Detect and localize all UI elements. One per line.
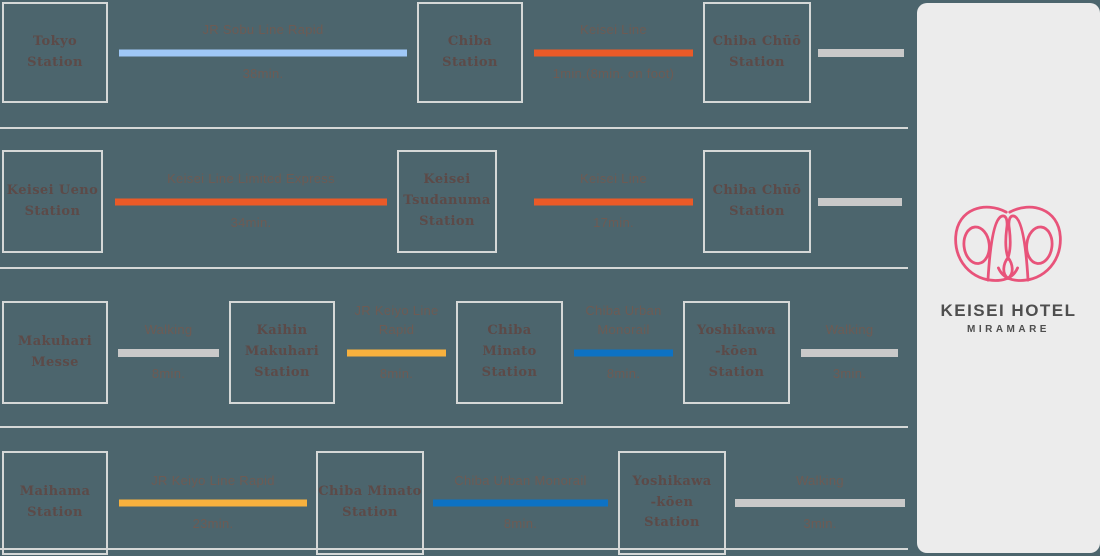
- line-bar-jr-keiyo-rapid: [119, 499, 307, 507]
- station-box: Maihama Station: [2, 451, 108, 555]
- transit-leg: Keisei Line 1min.(8min. on foot): [534, 2, 693, 103]
- transit-leg: [818, 150, 902, 253]
- line-label: Keisei Line: [580, 22, 647, 37]
- line-label: Walking: [825, 322, 874, 337]
- station-name: Maihama Station: [19, 484, 91, 520]
- station-name: Keisei Tsudanuma Station: [403, 172, 491, 229]
- line-label: Chiba Urban Monorail: [585, 302, 662, 338]
- row-divider: [0, 267, 908, 269]
- hotel-panel: KEISEI HOTEL MIRAMARE: [917, 3, 1100, 553]
- station-box: Chiba Minato Station: [456, 301, 563, 404]
- line-label: Walking: [796, 472, 844, 488]
- station-name: Yoshikawa -kōen Station: [696, 323, 777, 380]
- travel-time: 3min.: [832, 365, 867, 381]
- line-label: Chiba Urban Monorail: [454, 472, 587, 488]
- travel-time: 8min.: [503, 516, 538, 531]
- line-label: JR Sobu Line Rapid: [202, 22, 324, 37]
- line-label: Walking: [144, 322, 193, 337]
- hotel-brand: KEISEI HOTEL MIRAMARE: [940, 201, 1076, 335]
- travel-time: 34min.: [230, 214, 272, 230]
- station-box: Tokyo Station: [2, 2, 108, 103]
- travel-time: 23min.: [192, 516, 234, 531]
- transit-leg: Keisei Line Limited Express 34min.: [115, 150, 387, 253]
- line-bar-jr-keiyo-rapid: [347, 349, 446, 356]
- station-box: Kaihin Makuhari Station: [229, 301, 335, 404]
- line-bar-jr-sobu-rapid: [119, 49, 407, 56]
- row-divider: [0, 426, 908, 428]
- station-name: Chiba Minato Station: [318, 484, 422, 520]
- row-divider: [0, 548, 908, 550]
- station-box: Chiba Station: [417, 2, 523, 103]
- transit-leg: [818, 2, 904, 103]
- line-label: JR Keiyo Line Rapid: [354, 302, 439, 338]
- line-bar-walking: [818, 48, 904, 57]
- station-box: Keisei Tsudanuma Station: [397, 150, 497, 253]
- station-name: Makuhari Messe: [17, 333, 93, 370]
- transit-leg: Walking 3min.: [801, 301, 898, 404]
- line-bar-keisei-line: [534, 198, 693, 205]
- travel-time: 38min.: [242, 65, 284, 81]
- station-name: Tokyo Station: [27, 33, 83, 70]
- station-box: Makuhari Messe: [2, 301, 108, 404]
- line-bar-chiba-monorail: [433, 499, 608, 507]
- station-name: Keisei Ueno Station: [6, 182, 99, 219]
- hotel-name: KEISEI HOTEL: [940, 301, 1077, 320]
- transit-leg: Walking 3min.: [735, 451, 905, 555]
- row-divider: [0, 127, 908, 129]
- line-bar-walking: [118, 348, 219, 357]
- station-name: Chiba Chūō Station: [712, 182, 802, 219]
- keisei-hotel-miramare-logo: [954, 205, 1063, 282]
- line-bar-walking: [818, 197, 902, 206]
- transit-leg: Chiba Urban Monorail 8min.: [433, 451, 608, 555]
- station-name: Chiba Minato Station: [481, 323, 538, 380]
- line-label: JR Keiyo Line Rapid: [151, 472, 275, 488]
- transit-leg: JR Keiyo Line Rapid 23min.: [119, 451, 307, 555]
- travel-time: 8min.: [151, 365, 186, 381]
- travel-time: 3min.: [803, 516, 837, 531]
- travel-time: 8min.: [606, 365, 641, 381]
- transit-leg: Keisei Line 17min.: [534, 150, 693, 253]
- station-box: Chiba Chūō Station: [703, 2, 811, 103]
- line-bar-keisei-line: [115, 198, 387, 205]
- travel-time: 8min.: [379, 365, 414, 381]
- station-box: Yoshikawa -kōen Station: [618, 451, 726, 555]
- transit-leg: JR Keiyo Line Rapid 8min.: [347, 301, 446, 404]
- station-box: Yoshikawa -kōen Station: [683, 301, 790, 404]
- travel-time: 1min.(8min. on foot): [552, 65, 675, 81]
- line-label: Keisei Line Limited Express: [167, 171, 335, 186]
- station-box: Keisei Ueno Station: [2, 150, 103, 253]
- transit-leg: JR Sobu Line Rapid 38min.: [119, 2, 407, 103]
- line-bar-walking: [735, 499, 905, 507]
- line-label: Keisei Line: [580, 171, 647, 186]
- transit-leg: Walking 8min.: [118, 301, 219, 404]
- line-bar-chiba-monorail: [574, 349, 673, 356]
- station-name: Kaihin Makuhari Station: [244, 323, 320, 380]
- station-name: Chiba Chūō Station: [712, 33, 802, 70]
- station-box: Chiba Minato Station: [316, 451, 424, 555]
- station-name: Chiba Station: [442, 33, 498, 70]
- travel-time: 17min.: [593, 214, 634, 230]
- station-name: Yoshikawa -kōen Station: [632, 473, 712, 531]
- hotel-subname: MIRAMARE: [966, 324, 1050, 335]
- line-bar-walking: [801, 348, 898, 357]
- transit-leg: Chiba Urban Monorail 8min.: [574, 301, 673, 404]
- line-bar-keisei-line: [534, 49, 693, 56]
- station-box: Chiba Chūō Station: [703, 150, 811, 253]
